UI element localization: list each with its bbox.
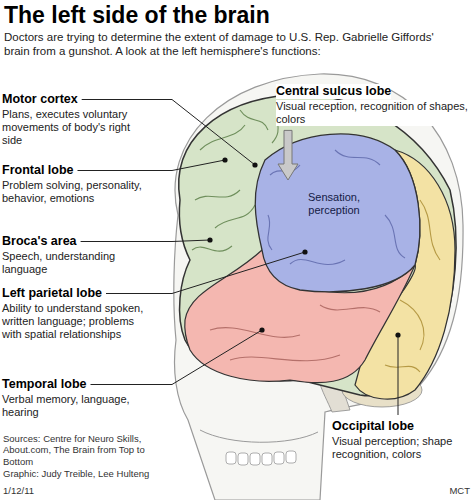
region-heading: Left parietal lobe <box>2 286 102 301</box>
leader-dot <box>259 327 264 332</box>
gyrus-line <box>385 215 405 258</box>
region-description: Verbal memory, language, hearing <box>2 393 152 419</box>
region-text: Sensation, perception <box>286 191 382 217</box>
label-group: Left parietal lobeAbility to understand … <box>2 286 152 342</box>
region-heading: Motor cortex <box>2 92 78 107</box>
region-heading: Temporal lobe <box>2 377 87 392</box>
gyrus-line <box>335 150 380 165</box>
leader-dot <box>395 332 400 337</box>
region-description: Ability to understand spoken, written la… <box>2 302 152 342</box>
gyrus-line <box>290 259 345 264</box>
agency-name: MCT <box>449 485 470 496</box>
leader-line <box>82 100 255 166</box>
date-note: 1/12/11 <box>3 485 34 496</box>
sources-note: Sources: Centre for Neuro Skills, About.… <box>3 433 175 467</box>
teeth <box>226 451 296 465</box>
label-group: Motor cortexPlans, executes voluntary mo… <box>2 92 152 148</box>
leader-dot <box>252 162 257 167</box>
leader-dot <box>302 249 307 254</box>
leader-line <box>91 330 263 385</box>
leader-line <box>81 240 210 242</box>
label-group: Temporal lobeVerbal memory, language, he… <box>2 377 152 419</box>
title: The left side of the brain <box>4 2 270 29</box>
region-description: Plans, executes voluntary movements of b… <box>2 108 152 148</box>
region-heading: Central sulcus lobe <box>276 84 391 99</box>
jaw-line <box>200 430 318 442</box>
label-group: Frontal lobeProblem solving, personality… <box>2 163 152 205</box>
lobe-outline <box>255 134 420 292</box>
region-description: Visual perception; shape recognition, co… <box>332 435 470 461</box>
label-group: Broca's areaSpeech, understanding langua… <box>2 234 152 276</box>
region-description: Speech, understanding language <box>2 250 152 276</box>
leader-dot <box>222 157 227 162</box>
gyrus-line <box>270 165 300 175</box>
region-heading: Frontal lobe <box>2 163 74 178</box>
lobe-group <box>255 134 420 292</box>
gyri <box>192 104 440 372</box>
agency-mark: MCT <box>449 485 470 496</box>
caption: Doctors are trying to determine the exte… <box>4 31 454 59</box>
leader-line <box>398 335 399 415</box>
region-description: Visual reception, recognition of shapes,… <box>276 100 468 126</box>
label-group: Central sulcus lobeVisual reception, rec… <box>276 84 468 126</box>
graphic-credit: Graphic: Judy Treible, Lee Hulteng <box>3 468 175 479</box>
leader-line <box>78 160 226 171</box>
label-group: Occipital lobeVisual perception; shape r… <box>332 419 470 461</box>
leader-line <box>106 252 305 294</box>
pointer-arrow <box>278 130 298 180</box>
lobe-region: Sensation, perception <box>250 125 430 300</box>
region-heading: Broca's area <box>2 234 77 249</box>
credit-column: Sources: Centre for Neuro Skills, About.… <box>3 433 175 496</box>
region-heading: Occipital lobe <box>332 419 414 434</box>
gyrus-line <box>268 215 272 250</box>
leader-dot <box>207 237 212 242</box>
region-description: Problem solving, personality, behavior, … <box>2 179 152 205</box>
